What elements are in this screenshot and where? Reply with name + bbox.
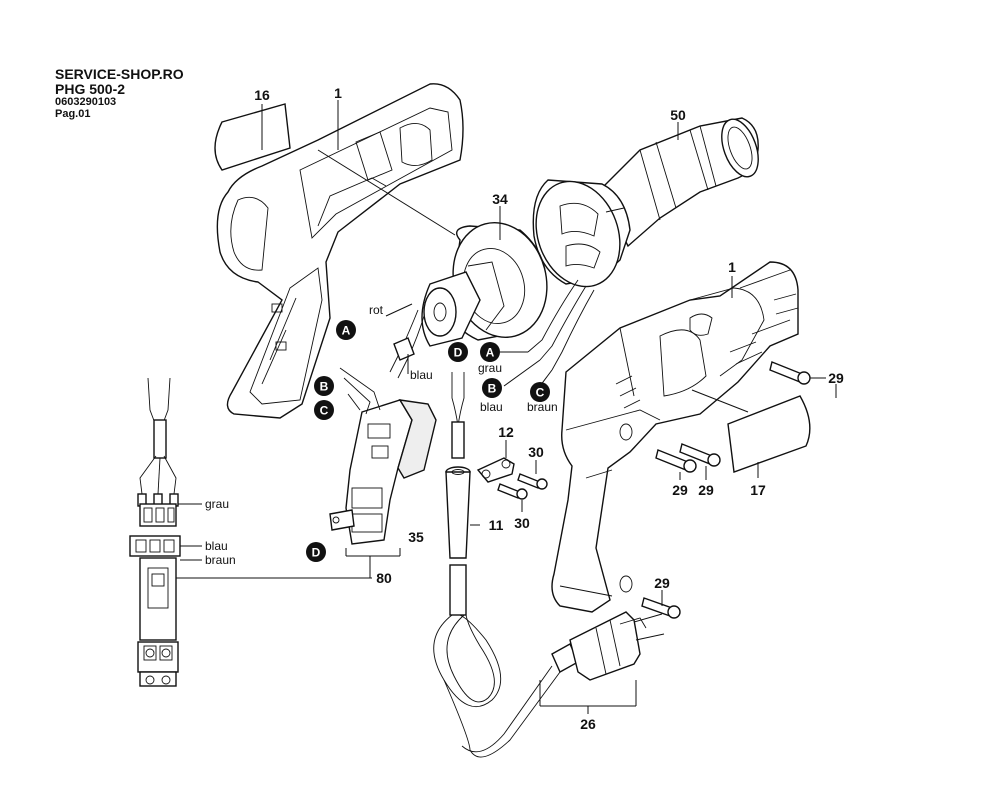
svg-text:D: D bbox=[454, 346, 463, 360]
wire-label-grau-schematic: grau bbox=[205, 497, 229, 511]
wire-label-grau-nozzle: grau bbox=[478, 361, 502, 375]
model-name: PHG 500-2 bbox=[55, 81, 126, 97]
part-26-power-cord bbox=[433, 564, 665, 758]
part-1-right-housing bbox=[551, 261, 799, 613]
label-part-50: 50 bbox=[670, 107, 686, 123]
part-1-left-housing bbox=[216, 83, 464, 419]
label-part-29-top: 29 bbox=[828, 370, 844, 386]
svg-text:B: B bbox=[488, 382, 497, 396]
label-part-35: 35 bbox=[408, 529, 424, 545]
label-part-34: 34 bbox=[492, 191, 508, 207]
shop-title: SERVICE-SHOP.RO bbox=[55, 66, 184, 82]
marker-d-cord: D bbox=[448, 342, 468, 362]
marker-b-switch: B bbox=[314, 376, 334, 396]
wire-label-braun-nozzle: braun bbox=[527, 400, 558, 414]
wire-label-blau-nozzle: blau bbox=[480, 400, 503, 414]
part-35-switch bbox=[329, 367, 437, 578]
wire-label-blau-motor: blau bbox=[410, 368, 433, 382]
marker-a-nozzle: A bbox=[480, 342, 500, 362]
label-part-16: 16 bbox=[254, 87, 270, 103]
marker-c-switch: C bbox=[314, 400, 334, 420]
svg-text:A: A bbox=[342, 324, 351, 338]
wiring-schematic bbox=[129, 377, 372, 687]
part-16-label-plate bbox=[214, 103, 291, 171]
page-number: Pag.01 bbox=[55, 108, 91, 120]
marker-a-switch: A bbox=[336, 320, 356, 340]
svg-text:C: C bbox=[320, 404, 329, 418]
part-11-cord-sleeve bbox=[445, 466, 480, 559]
screw-29-bottom bbox=[641, 590, 681, 619]
nozzle-wires bbox=[500, 279, 595, 387]
label-part-29-bottom: 29 bbox=[654, 575, 670, 591]
part-12-cord-clamp bbox=[476, 440, 515, 483]
svg-text:D: D bbox=[312, 546, 321, 560]
wire-label-braun-schematic: braun bbox=[205, 553, 236, 567]
screw-30-a bbox=[517, 460, 548, 490]
label-part-12: 12 bbox=[498, 424, 514, 440]
screw-29-mid-b bbox=[679, 443, 721, 480]
label-part-80: 80 bbox=[376, 570, 392, 586]
label-part-26: 26 bbox=[580, 716, 596, 732]
screw-30-b bbox=[497, 483, 528, 512]
label-part-11: 11 bbox=[489, 517, 504, 533]
svg-text:B: B bbox=[320, 380, 329, 394]
label-part-29-mid-b: 29 bbox=[698, 482, 714, 498]
screw-29-mid-a bbox=[655, 449, 697, 480]
part-34-motor-fan bbox=[532, 179, 631, 288]
wire-label-blau-schematic: blau bbox=[205, 539, 228, 553]
motor-wires bbox=[385, 303, 425, 379]
part-34-motor bbox=[421, 206, 548, 347]
part-50-nozzle bbox=[599, 117, 759, 248]
marker-c-nozzle: C bbox=[530, 382, 550, 402]
part-code: 0603290103 bbox=[55, 96, 117, 108]
label-part-30-a: 30 bbox=[528, 444, 544, 460]
marker-d-switch: D bbox=[306, 542, 326, 562]
label-part-29-mid-a: 29 bbox=[672, 482, 688, 498]
d-wire-stub bbox=[451, 372, 465, 459]
label-part-1-right: 1 bbox=[728, 259, 736, 275]
screw-29-top bbox=[769, 361, 837, 398]
label-part-1-left: 1 bbox=[334, 85, 342, 101]
wire-label-rot: rot bbox=[369, 303, 384, 317]
svg-text:C: C bbox=[536, 386, 545, 400]
marker-b-nozzle: B bbox=[482, 378, 502, 398]
label-part-30-b: 30 bbox=[514, 515, 530, 531]
svg-text:A: A bbox=[486, 346, 495, 360]
label-part-17: 17 bbox=[750, 482, 766, 498]
part-17-label-plate bbox=[727, 395, 811, 478]
